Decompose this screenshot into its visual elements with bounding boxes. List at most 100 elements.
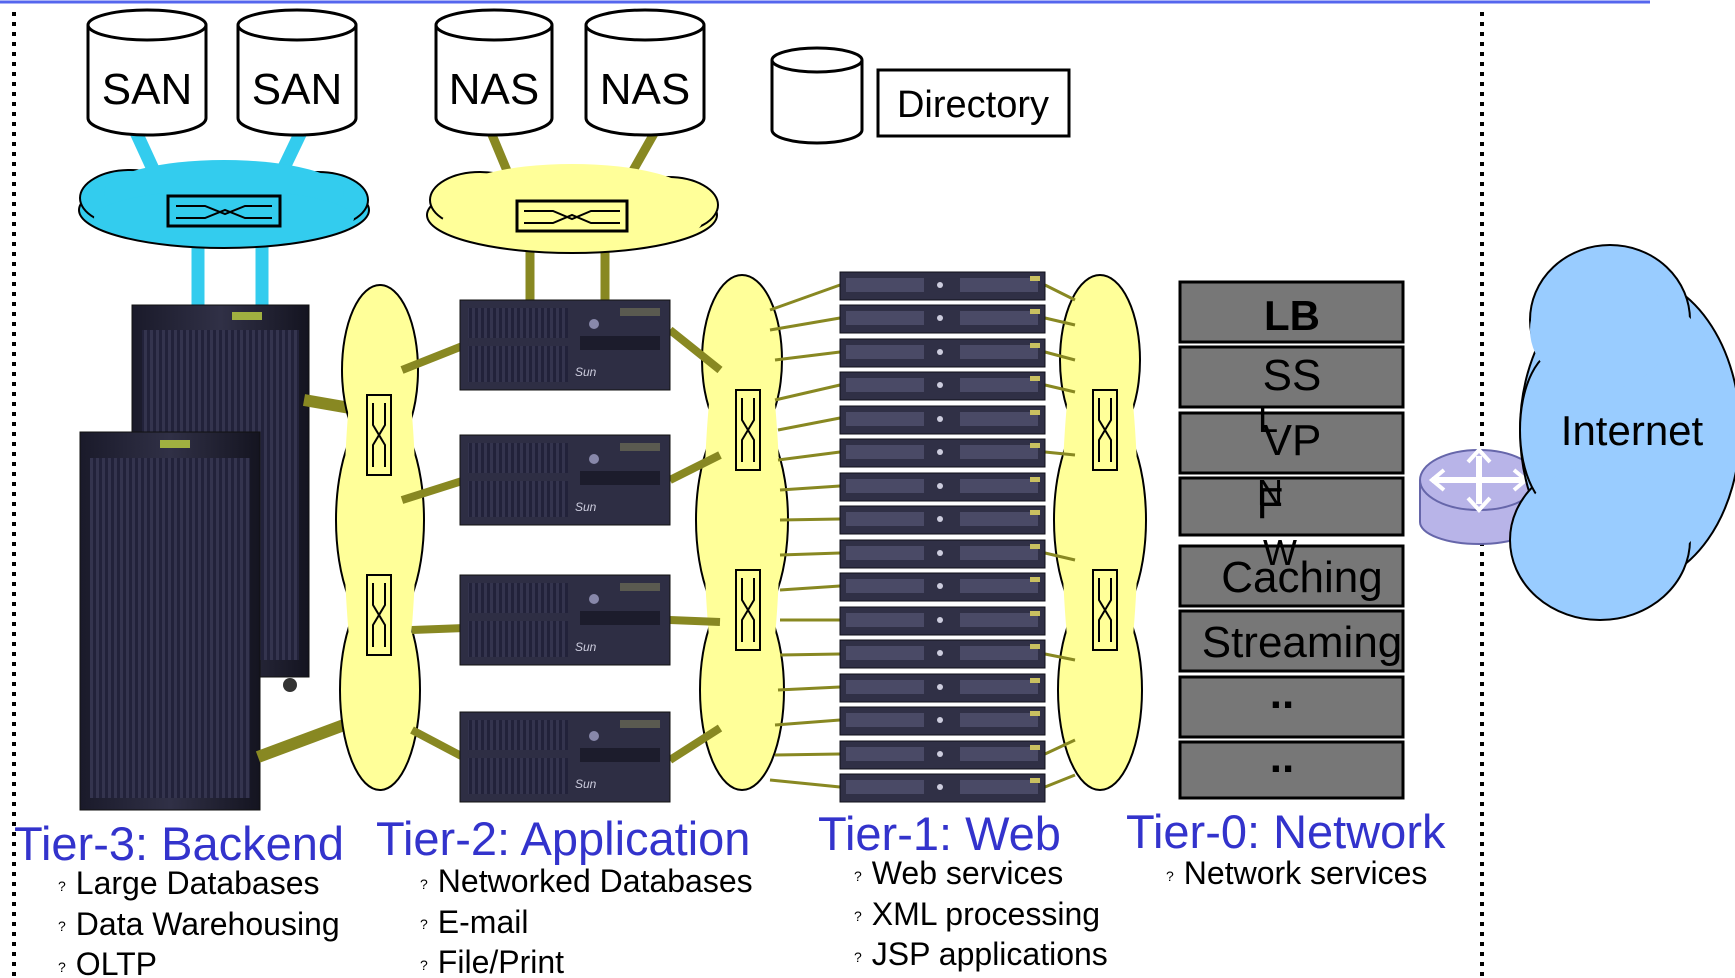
backend-server-rack-front <box>79 431 261 811</box>
web-server-16 <box>839 773 1046 803</box>
tier-1-bullets: ? Web services ? XML processing ? JSP appli… <box>854 854 1108 976</box>
bullet-item: ? E-mail <box>420 903 753 944</box>
nas-switch-icon <box>515 199 629 233</box>
bullet-marker: ? <box>420 956 428 973</box>
service-box-streaming <box>1178 609 1405 673</box>
service-label-streaming: Streaming <box>1202 618 1403 667</box>
web-server-5 <box>839 405 1046 435</box>
bullet-item: ?Large Databases <box>58 864 340 905</box>
overlap-glyph-w: W <box>1263 532 1297 573</box>
web-server-stack <box>839 271 1046 803</box>
web-server-10 <box>839 572 1046 602</box>
bullet-marker: ? <box>420 916 428 933</box>
service-label-caching: Caching <box>1221 553 1382 602</box>
bullet-marker: ? <box>58 918 66 935</box>
bullet-text: E-mail <box>437 903 529 940</box>
app-server-4 <box>459 711 671 803</box>
service-box-f <box>1178 476 1405 537</box>
web-server-4 <box>839 371 1046 401</box>
nas-disk-2 <box>584 8 706 137</box>
san-label-2: SAN <box>252 65 342 114</box>
web-server-8 <box>839 505 1046 535</box>
bullet-marker: ? <box>1166 867 1174 884</box>
tier-1-title: Tier-1: Web <box>818 807 1061 860</box>
bullet-text: JSP applications <box>871 936 1108 973</box>
bullet-item: ? Data Warehousing <box>58 905 340 946</box>
tier-3-title: Tier-3: Backend <box>14 817 345 870</box>
san-disk-1 <box>86 8 208 137</box>
bullet-text: XML processing <box>871 895 1101 932</box>
switch-icon-b2 <box>735 569 761 651</box>
bullet-marker: ? <box>854 867 862 884</box>
web-server-2 <box>839 304 1046 334</box>
web-server-3 <box>839 338 1046 368</box>
app-tier-links <box>400 326 723 764</box>
tier-2-bullets: ? Networked Databases ? E-mail ?File/Print <box>420 862 753 978</box>
cloud-tier3-tier2 <box>335 284 425 791</box>
web-server-9 <box>839 539 1046 569</box>
service-label-vp: VP <box>1263 416 1322 465</box>
bullet-item: ? OLTP <box>58 945 340 978</box>
app-server-3 <box>459 574 671 666</box>
web-server-11 <box>839 606 1046 636</box>
switch-icon-b1 <box>735 389 761 471</box>
web-server-12 <box>839 639 1046 669</box>
bullet-text: Web services <box>871 855 1064 891</box>
san-switch-icon <box>166 194 282 228</box>
bullet-text: Large Databases <box>75 865 320 901</box>
tier-0-title: Tier-0: Network <box>1126 805 1446 858</box>
web-server-14 <box>839 706 1046 736</box>
bullet-item: ?File/Print <box>420 943 753 978</box>
nas-label-2: NAS <box>600 65 690 114</box>
bullet-item: ? JSP applications <box>854 935 1108 976</box>
directory-disk <box>770 46 864 145</box>
cloud-tier2-tier1 <box>695 274 789 791</box>
switch-icon-a1 <box>366 394 392 476</box>
web-fan-links <box>769 283 1076 789</box>
switch-icon-c2 <box>1092 569 1118 651</box>
san-label-1: SAN <box>102 65 192 114</box>
nas-label-1: NAS <box>449 65 539 114</box>
switch-icon-a2 <box>366 574 392 656</box>
bullet-item: ? Web services <box>854 854 1108 895</box>
bullet-marker: ? <box>58 958 66 975</box>
service-box-more-1 <box>1178 675 1405 739</box>
bullet-text: Network services <box>1183 855 1428 891</box>
service-label-more-2: .. <box>1270 733 1294 782</box>
bullet-text: Data Warehousing <box>75 905 340 942</box>
cloud-tier1-tier0 <box>1053 274 1147 791</box>
directory-label: Directory <box>897 84 1049 126</box>
internet-label: Internet <box>1561 407 1704 454</box>
web-server-13 <box>839 673 1046 703</box>
app-server-2 <box>459 434 671 526</box>
web-server-15 <box>839 740 1046 770</box>
nas-disk-1 <box>434 8 554 137</box>
san-disk-2 <box>236 8 358 137</box>
app-server-1 <box>459 299 671 391</box>
bullet-item: ? Network services <box>1166 854 1427 895</box>
bullet-text: Networked Databases <box>437 863 753 899</box>
web-server-7 <box>839 472 1046 502</box>
service-box-caching <box>1178 544 1405 608</box>
bullet-marker: ? <box>854 948 862 965</box>
tier-2-title: Tier-2: Application <box>376 812 751 865</box>
backend-links <box>255 394 355 763</box>
service-box-lb <box>1178 280 1405 344</box>
directory-box <box>876 68 1071 138</box>
bullet-text: OLTP <box>75 946 157 978</box>
bullet-item: ? Networked Databases <box>420 862 753 903</box>
network-services-stack <box>1178 280 1405 800</box>
overlap-glyph-n: N <box>1257 472 1283 513</box>
bullet-item: ? XML processing <box>854 895 1108 936</box>
internet-cloud <box>1509 244 1735 621</box>
tier-0-bullets: ? Network services <box>1166 854 1427 895</box>
bullet-marker: ? <box>854 908 862 925</box>
service-box-vp <box>1178 411 1405 475</box>
tier-3-bullets: ?Large Databases ? Data Warehousing ? OLTP <box>58 864 340 978</box>
service-label-ss: SS <box>1263 351 1322 400</box>
bullet-marker: ? <box>420 875 428 892</box>
switch-icon-c1 <box>1092 389 1118 471</box>
service-box-ss <box>1178 345 1405 409</box>
